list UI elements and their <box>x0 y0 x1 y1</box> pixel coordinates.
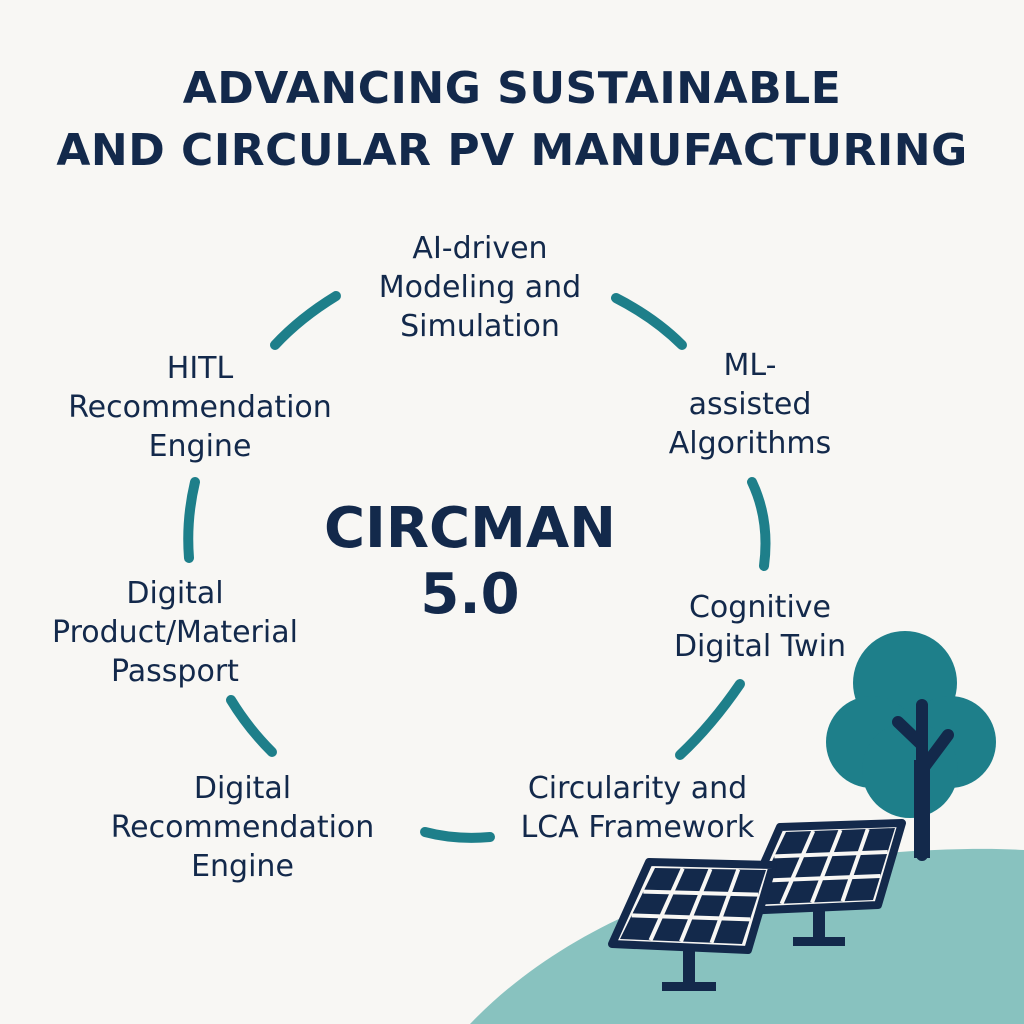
diagram-title: ADVANCING SUSTAINABLE AND CIRCULAR PV MA… <box>0 58 1024 182</box>
title-line-2: AND CIRCULAR PV MANUFACTURING <box>56 125 968 176</box>
ring-arc <box>611 293 687 350</box>
node-line: ML- <box>723 348 777 383</box>
node-line: Modeling and <box>378 270 582 305</box>
node-ml-algorithms: ML- assisted Algorithms <box>645 346 855 463</box>
node-cognitive-digital-twin: Cognitive Digital Twin <box>650 588 870 666</box>
ring-arc <box>747 477 771 571</box>
node-line: Digital Twin <box>673 629 847 664</box>
node-line: Engine <box>191 849 294 884</box>
ring-arc <box>226 695 277 757</box>
node-digital-passport: Digital Product/Material Passport <box>25 574 325 691</box>
center-line-1: CIRCMAN <box>323 496 617 561</box>
ring-arc <box>420 827 495 843</box>
node-line: Engine <box>148 429 252 464</box>
ring-arc <box>675 679 745 760</box>
title-line-1: ADVANCING SUSTAINABLE <box>182 63 842 114</box>
node-line: LCA Framework <box>520 810 755 845</box>
node-line: Digital <box>193 771 292 806</box>
node-line: Recommendation <box>110 810 375 845</box>
node-line: Product/Material <box>52 615 298 650</box>
node-line: Recommendation <box>68 390 332 425</box>
node-line: Cognitive <box>688 590 831 625</box>
ring-arc <box>183 477 200 563</box>
node-line: Circularity and <box>527 771 748 806</box>
panel-cell-grid <box>762 828 888 905</box>
node-ai-modeling: AI-driven Modeling and Simulation <box>330 229 630 346</box>
node-hitl-recommendation-engine: HITL Recommendation Engine <box>45 349 355 466</box>
node-line: Passport <box>111 654 239 689</box>
node-line: AI-driven <box>412 231 548 266</box>
node-digital-recommendation-engine: Digital Recommendation Engine <box>90 769 395 886</box>
solar-panel-icon <box>608 858 777 991</box>
node-circularity-lca: Circularity and LCA Framework <box>485 769 790 847</box>
panel-cell-grid <box>631 867 759 944</box>
center-line-2: 5.0 <box>420 562 520 627</box>
node-line: Digital <box>126 576 224 611</box>
node-line: assisted <box>688 387 812 422</box>
node-line: Algorithms <box>668 426 832 461</box>
center-label: CIRCMAN 5.0 <box>300 496 640 628</box>
node-line: HITL <box>166 351 234 386</box>
node-line: Simulation <box>400 309 560 344</box>
ring-arc <box>270 291 341 350</box>
tree-icon <box>826 631 996 861</box>
